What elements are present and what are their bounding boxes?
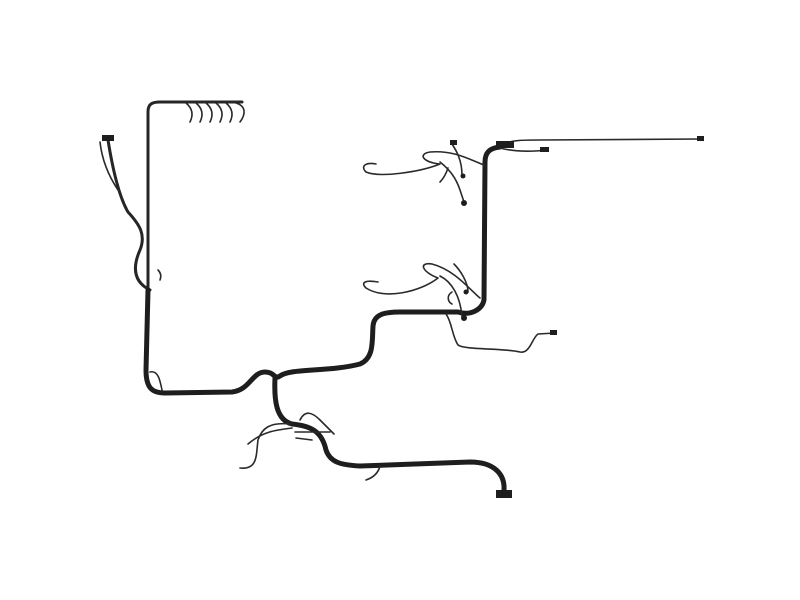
- top-harness-branch: [146, 100, 245, 292]
- right-low-branch: [445, 313, 556, 353]
- main-trunk: [143, 144, 503, 396]
- connector: [496, 490, 512, 498]
- middle-right-cluster: [362, 262, 481, 321]
- left-harness-branch: [99, 135, 152, 292]
- connector: [102, 135, 114, 141]
- top-right-branch: [496, 136, 704, 153]
- lower-harness-branch: [149, 370, 512, 498]
- upper-right-cluster: [362, 140, 485, 206]
